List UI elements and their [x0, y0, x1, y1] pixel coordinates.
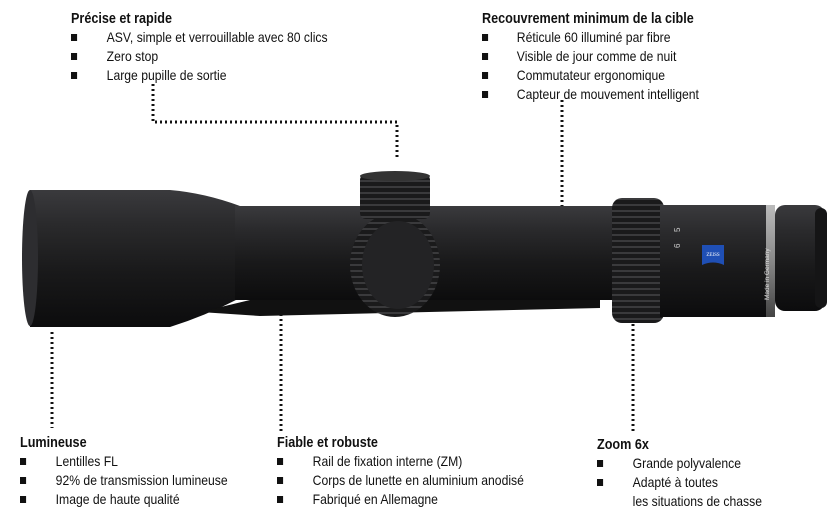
objective-bell: [25, 190, 240, 327]
callout-title: Zoom 6x: [597, 437, 649, 453]
list-item: Corps de lunette en aluminium anodisé: [277, 471, 524, 490]
silver-ring: [766, 205, 775, 317]
list-item: Grande polyvalence: [597, 454, 762, 473]
bullet-icon: [20, 477, 27, 484]
leader-top-left: [151, 84, 399, 160]
bullet-icon: [597, 479, 604, 486]
zoom-mark-5: 5: [673, 227, 682, 232]
callout-lumineuse: Lumineuse Lentilles FL 92% de transmissi…: [20, 434, 228, 509]
callout-title: Recouvrement minimum de la cible: [482, 11, 694, 27]
callout-title: Fiable et robuste: [277, 435, 378, 451]
bullet-icon: [482, 72, 489, 79]
svg-text:ZEISS: ZEISS: [706, 253, 720, 258]
objective-lens-rim: [22, 190, 38, 326]
eyepiece-cup: [775, 205, 825, 311]
callout-title: Lumineuse: [20, 435, 87, 451]
bullet-icon: [482, 53, 489, 60]
bullet-icon: [277, 496, 284, 503]
list-item: Lentilles FL: [20, 452, 228, 471]
bullet-icon: [482, 34, 489, 41]
list-item: Large pupille de sortie: [71, 66, 328, 85]
callout-precise-rapide: Précise et rapide ASV, simple et verroui…: [71, 10, 328, 85]
callout-fiable-robuste: Fiable et robuste Rail de fixation inter…: [277, 434, 524, 509]
callout-title: Précise et rapide: [71, 11, 172, 27]
list-item: Adapté à toutes: [597, 473, 762, 492]
list-item: Rail de fixation interne (ZM): [277, 452, 524, 471]
bullet-icon: [71, 53, 78, 60]
leader-lines: [50, 84, 635, 432]
callout-recouvrement: Recouvrement minimum de la cible Réticul…: [482, 10, 699, 104]
callout-zoom: Zoom 6x Grande polyvalence Adapté à tout…: [597, 436, 762, 511]
list-item: Visible de jour comme de nuit: [482, 47, 699, 66]
zoom-ring: [612, 198, 664, 323]
made-in-germany-label: Made in Germany: [764, 248, 771, 300]
list-item-continuation: les situations de chasse: [632, 493, 762, 509]
elevation-turret: [360, 174, 430, 219]
zoom-mark-6: 6: [673, 243, 682, 248]
bullet-icon: [71, 34, 78, 41]
list-item: Capteur de mouvement intelligent: [482, 85, 699, 104]
list-item: Réticule 60 illuminé par fibre: [482, 28, 699, 47]
bullet-icon: [597, 460, 604, 467]
bullet-icon: [71, 72, 78, 79]
bullet-icon: [277, 458, 284, 465]
list-item: ASV, simple et verrouillable avec 80 cli…: [71, 28, 328, 47]
list-item: Commutateur ergonomique: [482, 66, 699, 85]
bullet-icon: [20, 496, 27, 503]
bullet-icon: [20, 458, 27, 465]
bullet-icon: [482, 91, 489, 98]
list-item: Image de haute qualité: [20, 490, 228, 509]
list-item: Zero stop: [71, 47, 328, 66]
zeiss-logo: ZEISS: [702, 245, 724, 265]
bullet-icon: [277, 477, 284, 484]
list-item: 92% de transmission lumineuse: [20, 471, 228, 490]
list-item: Fabriqué en Allemagne: [277, 490, 524, 509]
